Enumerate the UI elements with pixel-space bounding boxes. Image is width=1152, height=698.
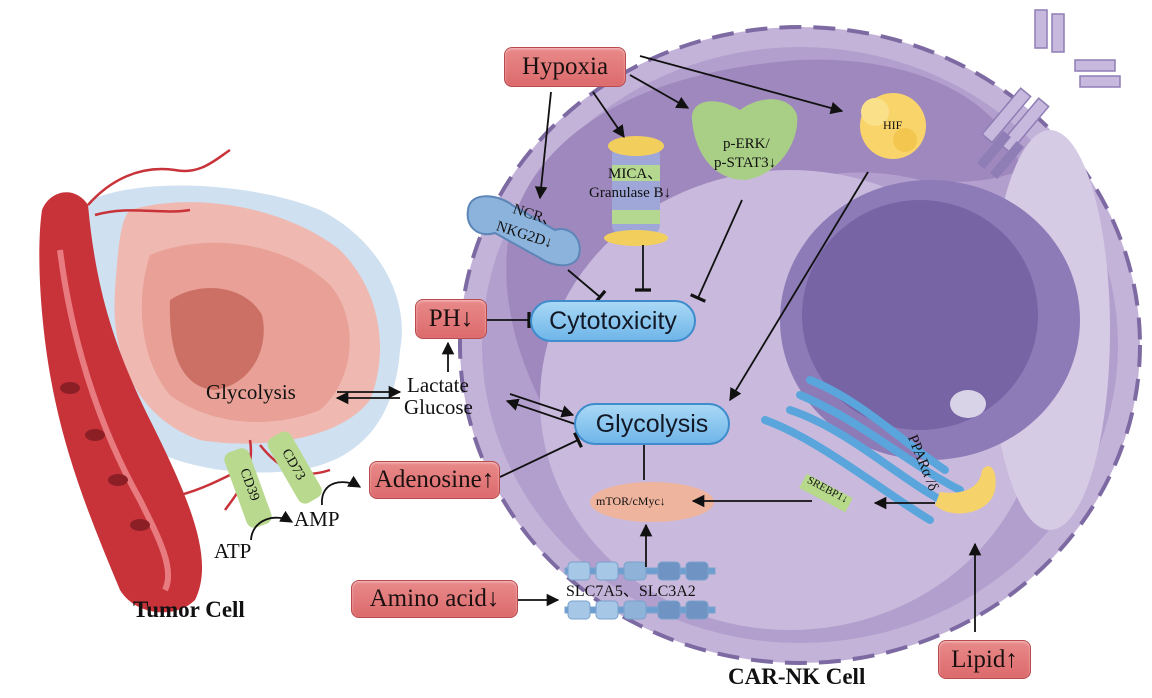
nk-cell-title: CAR-NK Cell: [728, 664, 866, 689]
endoplasmic-reticulum-icon: [761, 376, 964, 524]
arrow-hypoxia-erk: [629, 74, 690, 109]
arrow-glycolysis-lactate: [505, 398, 576, 425]
ppar-protein-icon: [935, 466, 996, 514]
cd73-cylinder-icon: [267, 431, 322, 504]
lactate-label: Lactate: [407, 373, 469, 397]
perk-protein-icon: [691, 99, 798, 180]
nucleus-inner: [802, 200, 1038, 430]
inhibit-erk-cytotoxicity: [689, 199, 743, 303]
slc-label: SLC7A5、SLC3A2: [566, 583, 696, 600]
glycolysis-nk-pill: Glycolysis: [574, 403, 730, 445]
tumor-nucleus: [169, 288, 264, 390]
hif-protein-icon: [860, 93, 926, 159]
arrow-glucose-glycolysis: [509, 393, 575, 418]
arrow-hif-glycolysis: [729, 171, 869, 402]
arrow-amp-adenosine: [321, 475, 362, 506]
srebp-tag-icon: [799, 473, 853, 513]
slc-transporter-icon: [564, 561, 716, 620]
nk-cell: [458, 9, 1142, 665]
tumor-cell-title: Tumor Cell: [133, 597, 245, 622]
glucose-label: Glucose: [404, 395, 473, 419]
car-receptor-icon: [977, 9, 1121, 179]
arrow-hypoxia-ncr: [534, 91, 552, 200]
hif-label: HIF: [883, 118, 903, 132]
arrow-hypoxia-mica: [592, 91, 625, 139]
amino-acid-box: Amino acid↓: [351, 580, 518, 618]
mica-label-line2: Granulase B↓: [589, 185, 672, 201]
adenosine-box: Adenosine↑: [369, 461, 500, 499]
ncr-receptor-icon: [466, 195, 581, 267]
pathway-arrows: [250, 55, 982, 632]
erk-label-line1: p-ERK/: [723, 136, 770, 152]
mica-channel-icon: [604, 136, 668, 246]
blood-vessel-icon: [39, 148, 331, 613]
arrow-atp-amp: [250, 510, 294, 541]
lipid-box: Lipid↑: [938, 640, 1031, 679]
hypoxia-box: Hypoxia: [504, 47, 626, 87]
ph-box: PH↓: [415, 299, 487, 339]
inhibit-ncr-cytotoxicity: [567, 269, 607, 305]
erk-label-line2: p-STAT3↓: [714, 155, 777, 171]
mica-label-line1: MICA、: [608, 166, 663, 182]
atp-label: ATP: [214, 539, 252, 563]
mtor-label: mTOR/cMyc↓: [596, 494, 666, 508]
tumor-cell: [71, 185, 402, 473]
inhibit-adenosine-glycolysis: [499, 431, 583, 478]
nucleolus: [950, 390, 986, 418]
cd39-cylinder-icon: [224, 448, 272, 528]
cytotoxicity-pill: Cytotoxicity: [530, 300, 696, 342]
amp-label: AMP: [294, 507, 340, 531]
mtor-protein-icon: [590, 482, 714, 522]
tumor-glycolysis-label: Glycolysis: [206, 380, 296, 404]
arrow-hypoxia-hif: [639, 55, 844, 115]
